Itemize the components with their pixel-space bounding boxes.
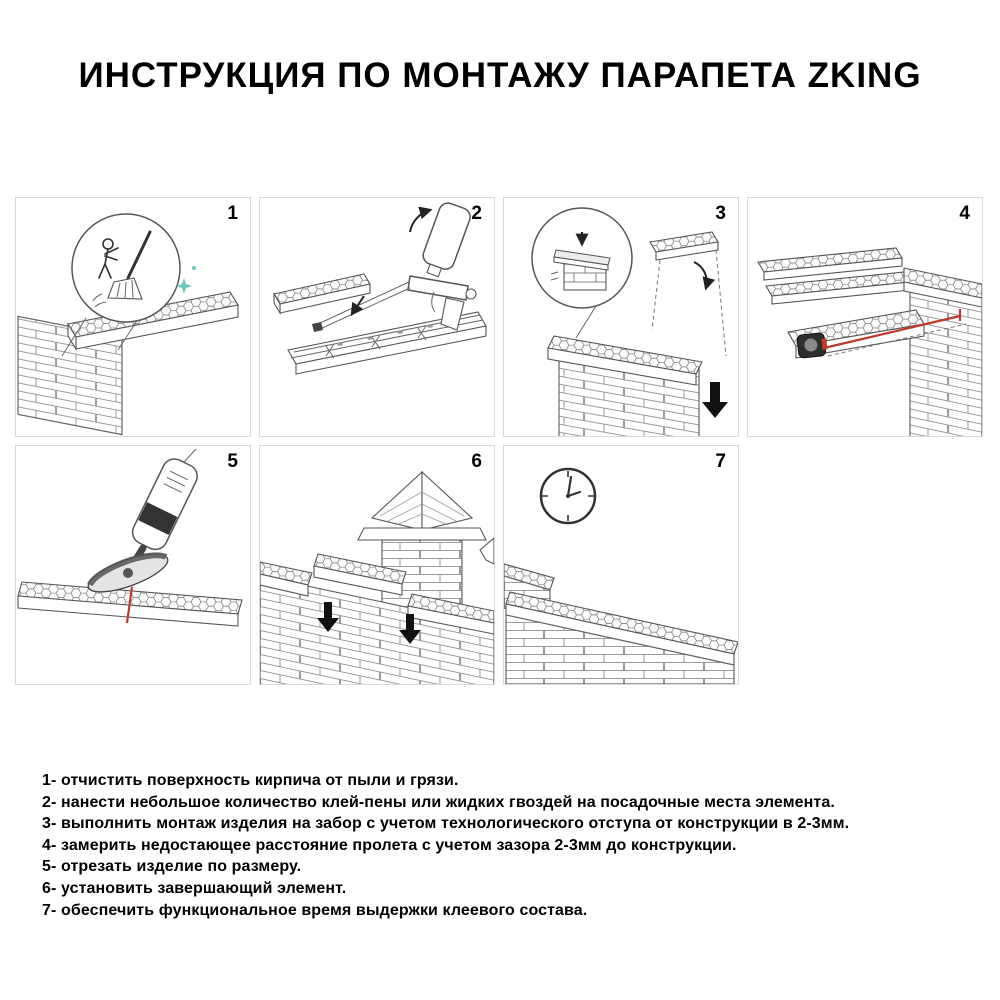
panel-number: 5 (227, 451, 238, 472)
final-element (313, 553, 407, 596)
angle-grinder-icon (87, 448, 198, 593)
rotate-arrow-icon (350, 206, 433, 317)
panel-step-1: 1 (15, 197, 251, 437)
clock-icon (539, 467, 597, 525)
parapet-element-top (273, 273, 371, 315)
down-arrows-icon (317, 602, 421, 644)
step2-illustration (273, 202, 487, 375)
side-roof (479, 537, 494, 565)
exploded-element (649, 231, 727, 357)
step-line-4: 4- замерить недостающее расстояние проле… (42, 836, 737, 854)
step1-illustration (17, 213, 239, 436)
step3-illustration (531, 207, 728, 436)
brick-corner-wall (903, 267, 982, 436)
step-line-6: 6- установить завершающий элемент. (42, 879, 347, 897)
cut-line (125, 586, 134, 624)
parapet-strips (757, 247, 911, 305)
step5-illustration (17, 448, 243, 627)
step4-illustration (757, 247, 982, 436)
panel-number: 6 (471, 451, 482, 472)
panel-step-6: 6 (259, 445, 495, 685)
foam-gun-icon (312, 202, 477, 332)
step-line-7: 7- обеспечить функциональное время выдер… (42, 901, 588, 919)
panel-step-4: 4 (747, 197, 983, 437)
mounting-detail-icon (550, 232, 611, 291)
step-line-2: 2- нанести небольшое количество клей-пен… (42, 793, 835, 811)
panel-step-3: 3 (503, 197, 739, 437)
parapet-wall (505, 591, 738, 684)
parapet-piece-left (260, 561, 313, 597)
broom-icon (92, 230, 152, 308)
panel-number: 7 (715, 451, 726, 472)
step6-illustration (260, 470, 494, 684)
page-title: ИНСТРУКЦИЯ ПО МОНТАЖУ ПАРАПЕТА ZKING (78, 56, 922, 95)
panel-number: 2 (471, 203, 482, 224)
measuring-line (823, 309, 967, 357)
tape-measure-icon (796, 332, 828, 359)
parapet-piece-right (407, 593, 494, 635)
panel-step-5: 5 (15, 445, 251, 685)
panel-step-7: 7 (503, 445, 739, 685)
panel-row-2: 5 (15, 445, 739, 685)
step-line-1: 1- отчистить поверхность кирпича от пыли… (42, 772, 459, 789)
step-line-3: 3- выполнить монтаж изделия на забор с у… (42, 815, 850, 833)
adhesive-beads (337, 324, 433, 346)
down-arrow-icon (702, 382, 728, 418)
sparkle-icon (176, 266, 196, 294)
panel-number: 3 (715, 203, 726, 224)
person-icon (98, 238, 119, 279)
step-line-5: 5- отрезать изделие по размеру. (42, 858, 302, 876)
panel-number: 4 (959, 203, 970, 224)
panel-number: 1 (227, 203, 238, 224)
panel-step-2: 2 (259, 197, 495, 437)
panel-row-1: 1 (15, 197, 983, 437)
step7-illustration (504, 467, 738, 684)
steps-list: 1- отчистить поверхность кирпича от пыли… (42, 770, 980, 921)
parapet-element (547, 335, 703, 386)
